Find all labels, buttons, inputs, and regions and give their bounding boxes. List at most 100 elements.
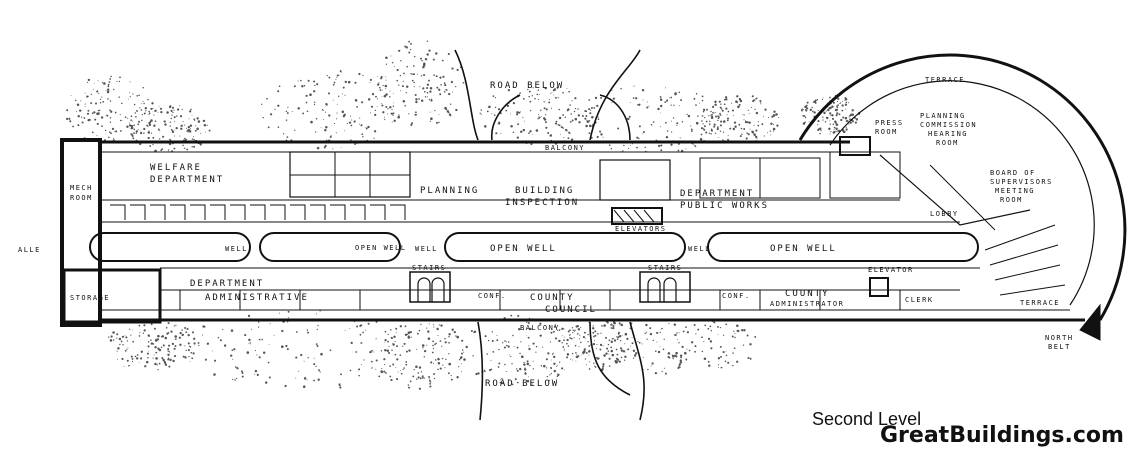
foliage-dot (580, 354, 582, 356)
foliage-dot (81, 121, 84, 124)
foliage-dot (133, 124, 135, 127)
foliage-dot (338, 74, 340, 76)
foliage-dot (84, 92, 86, 94)
foliage-dot (633, 354, 637, 357)
foliage-dot (378, 82, 380, 84)
foliage-dot (517, 314, 520, 317)
foliage-dot (594, 96, 598, 100)
foliage-dot (499, 381, 502, 384)
foliage-dot (183, 124, 185, 126)
foliage-dot (380, 77, 383, 80)
foliage-dot (101, 96, 103, 98)
foliage-dot (772, 127, 776, 131)
foliage-dot (528, 345, 530, 347)
foliage-dot (375, 338, 377, 340)
foliage-dot (392, 114, 394, 116)
foliage-dot (152, 111, 154, 113)
foliage-dot (327, 92, 331, 95)
foliage-dot (315, 365, 317, 367)
foliage-dot (642, 99, 644, 101)
foliage-dot (685, 148, 687, 150)
foliage-dot (659, 98, 663, 101)
foliage-dot (148, 110, 150, 113)
foliage-dot (234, 379, 236, 381)
foliage-dot (385, 88, 387, 90)
foliage-dot (655, 350, 657, 352)
foliage-dot (529, 100, 532, 103)
foliage-dot (336, 103, 338, 105)
foliage-dot (174, 345, 177, 347)
foliage-dot (113, 88, 115, 91)
foliage-dot (453, 330, 456, 334)
label-terrace-top: TERRACE (925, 76, 965, 84)
foliage-dot (676, 332, 678, 334)
foliage-dot (415, 100, 418, 104)
foliage-dot (570, 358, 572, 360)
foliage-dot (448, 353, 450, 355)
foliage-dot (314, 131, 317, 133)
foliage-dot (148, 350, 150, 352)
foliage-dot (396, 378, 399, 381)
foliage-dot (735, 100, 738, 103)
foliage-dot (155, 338, 157, 340)
foliage-dot (257, 326, 260, 328)
foliage-dot (558, 339, 561, 343)
foliage-dot (664, 101, 667, 103)
foliage-dot (390, 336, 393, 339)
foliage-dot (641, 343, 643, 345)
foliage-dot (173, 355, 177, 358)
label-elevators: ELEVATORS (615, 225, 666, 233)
foliage-dot (100, 116, 104, 119)
foliage-dot (140, 103, 142, 105)
foliage-dot (187, 349, 190, 352)
foliage-dot (235, 366, 237, 368)
foliage-dot (553, 355, 556, 359)
foliage-dot (176, 115, 178, 117)
foliage-dot (641, 89, 645, 92)
foliage-dot (285, 119, 288, 121)
foliage-dot (150, 323, 153, 326)
foliage-dot (844, 97, 848, 101)
foliage-dot (528, 90, 531, 93)
foliage-dot (717, 117, 720, 120)
foliage-dot (163, 359, 165, 362)
foliage-dot (703, 128, 706, 131)
plan-labels: ROAD BELOW ROAD BELOW BALCONY BALCONY ME… (18, 76, 1074, 389)
foliage-dot (150, 339, 152, 341)
foliage-dot (256, 354, 258, 356)
label-pc-2: COMMISSION (920, 121, 977, 129)
foliage-dot (409, 331, 412, 334)
label-north-1: NORTH (1045, 334, 1074, 342)
foliage-dot (138, 335, 141, 337)
foliage-dot (808, 121, 810, 123)
foliage-dot (746, 132, 748, 134)
foliage-dot (773, 110, 776, 113)
foliage-dot (436, 86, 439, 89)
foliage-dot (428, 79, 430, 82)
foliage-dot (187, 333, 190, 337)
foliage-dot (701, 127, 704, 130)
foliage-dot (408, 51, 411, 54)
foliage-dot (717, 357, 721, 360)
foliage-dot (443, 90, 446, 93)
foliage-dot (501, 377, 503, 380)
foliage-dot (558, 124, 561, 127)
foliage-dot (485, 371, 487, 373)
foliage-dot (608, 357, 611, 360)
foliage-dot (197, 341, 200, 344)
foliage-dot (410, 123, 413, 127)
foliage-dot (101, 125, 103, 127)
foliage-dot (849, 121, 852, 124)
foliage-dot (642, 131, 645, 133)
foliage-dot (776, 124, 779, 127)
foliage-dot (655, 331, 657, 333)
foliage-dot (153, 124, 156, 127)
foliage-dot (355, 351, 358, 353)
foliage-dot (80, 100, 82, 102)
foliage-dot (701, 115, 704, 117)
foliage-dot (830, 130, 832, 133)
foliage-dot (87, 78, 91, 82)
foliage-dot (687, 114, 691, 118)
foliage-dot (374, 109, 376, 112)
foliage-group (66, 40, 861, 390)
